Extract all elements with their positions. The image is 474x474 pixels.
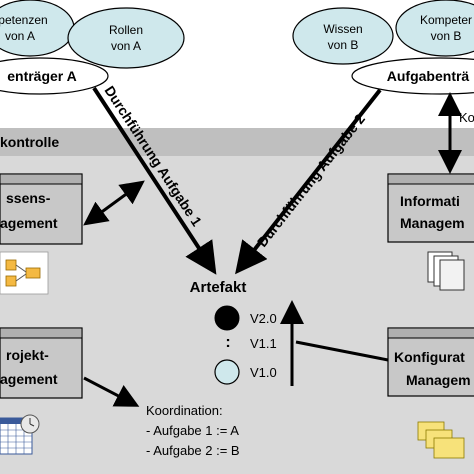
- bubble-competences-b-line1: Kompeter: [420, 13, 472, 27]
- config-version-link: [295, 340, 389, 362]
- documents-icon: [427, 251, 465, 291]
- project-mgmt-box-header: [0, 327, 83, 339]
- bubble-knowledge-b-line1: Wissen: [323, 22, 362, 36]
- bubble-roles-a-line2: von A: [111, 39, 141, 53]
- project-coordination-arrow: [83, 376, 140, 407]
- process-flow-icon: [0, 251, 49, 295]
- config-mgmt-box-header: [387, 327, 474, 339]
- info-mgmt-box-header: [387, 173, 474, 185]
- project-mgmt-box: [0, 327, 83, 399]
- version-v20-node: [214, 305, 240, 331]
- coordination-line1: - Aufgabe 1 := A: [146, 423, 239, 438]
- bubble-competences-a-line2: von A: [5, 29, 35, 43]
- task-holder-a-label: enträger A: [7, 68, 77, 84]
- bubble-knowledge-b: [292, 7, 394, 65]
- bubble-competences-a-line1: mpetenzen: [0, 13, 48, 27]
- control-band-header: [0, 128, 474, 156]
- version-v11-label: V1.1: [250, 336, 277, 351]
- calendar-clock-icon: [0, 414, 40, 455]
- task-holder-b-label: Aufgabenträ: [387, 68, 470, 84]
- bubble-knowledge-b-line2: von B: [328, 38, 359, 52]
- version-v20-label: V2.0: [250, 311, 277, 326]
- knowledge-mgmt-box: [0, 173, 83, 245]
- info-mgmt-box: [387, 173, 474, 243]
- holder-a-knowledge-arrow: [83, 180, 145, 226]
- folders-icon: [417, 421, 465, 459]
- bubble-competences-b: [395, 0, 474, 57]
- project-mgmt-line2: agement: [0, 371, 58, 387]
- config-mgmt-line1: Konfigurat: [394, 349, 465, 365]
- band-label: kontrolle: [0, 134, 59, 150]
- version-ellipsis: :: [225, 334, 230, 351]
- task1-arrow: [92, 86, 217, 275]
- knowledge-mgmt-line1: ssens-: [6, 190, 51, 206]
- bubble-competences-b-line2: von B: [431, 29, 462, 43]
- bubble-roles-a: [67, 7, 185, 69]
- version-v10-label: V1.0: [250, 365, 277, 380]
- bubble-roles-a-line1: Rollen: [109, 23, 143, 37]
- info-mgmt-line1: Informati: [400, 193, 460, 209]
- knowledge-mgmt-line2: agement: [0, 215, 58, 231]
- knowledge-mgmt-box-header: [0, 173, 83, 185]
- task-holder-a: [0, 57, 109, 95]
- project-mgmt-line1: rojekt-: [6, 347, 49, 363]
- artifact-title: Artefakt: [190, 279, 247, 296]
- bubble-competences-a: [0, 0, 75, 57]
- config-mgmt-line2: Managem: [406, 372, 471, 388]
- coordination-line2: - Aufgabe 2 := B: [146, 443, 240, 458]
- info-mgmt-line2: Managem: [400, 215, 465, 231]
- coordination-title: Koordination:: [146, 403, 223, 418]
- config-mgmt-box: [387, 327, 474, 397]
- version-v10-node: [214, 359, 240, 385]
- side-label: Ko: [459, 110, 474, 125]
- task2-arrow: [235, 88, 382, 275]
